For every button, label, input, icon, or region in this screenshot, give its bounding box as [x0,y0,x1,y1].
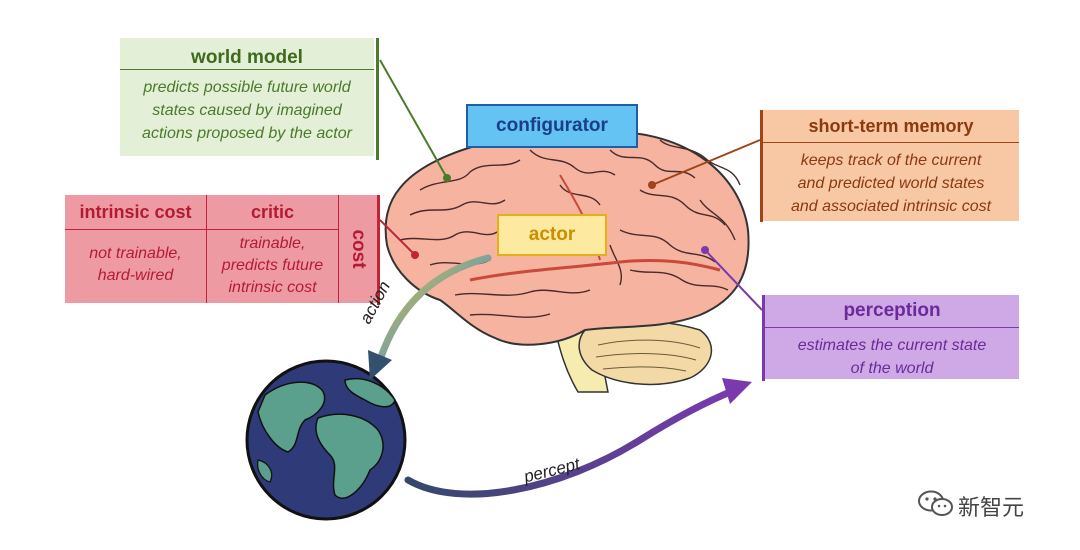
world-model-title: world model [120,38,374,70]
short-term-memory-bracket [760,110,763,222]
watermark-text: 新智元 [958,496,1025,521]
short-term-memory-desc-line: and associated intrinsic cost [790,198,992,215]
cost-leader [379,219,419,259]
percept-arrow [404,378,752,498]
critic-column: critic trainable, predicts future intrin… [207,195,339,303]
world-model-box: world model predicts possible future wor… [120,38,374,156]
intrinsic-cost-column: intrinsic cost not trainable, hard-wired [65,195,207,303]
perception-bracket [762,295,765,381]
critic-title: critic [207,195,338,230]
world-model-desc-line: actions proposed by the actor [142,125,352,142]
perception-description: estimates the current state of the world [765,328,1019,380]
world-model-desc-line: predicts possible future world [143,79,351,96]
short-term-memory-desc-line: and predicted world states [797,175,985,192]
intrinsic-cost-desc-line: hard-wired [97,267,174,284]
intrinsic-cost-description: not trainable, hard-wired [65,230,206,287]
critic-desc-line: intrinsic cost [228,279,317,296]
critic-desc-line: predicts future [221,257,324,274]
cost-box: intrinsic cost not trainable, hard-wired… [65,195,377,303]
cost-label: cost [348,229,369,269]
earth-illustration [245,359,407,521]
wechat-icon [918,490,953,516]
short-term-memory-box: short-term memory keeps track of the cur… [763,110,1019,221]
perception-desc-line: of the world [850,360,934,377]
intrinsic-cost-title: intrinsic cost [65,195,206,230]
intrinsic-cost-desc-line: not trainable, [89,245,182,262]
watermark: 新智元 [916,488,1056,521]
configurator-title: configurator [496,115,608,136]
critic-description: trainable, predicts future intrinsic cos… [207,230,338,299]
world-model-leader [379,59,451,182]
world-model-bracket [376,38,379,160]
perception-title: perception [765,295,1019,328]
short-term-memory-desc-line: keeps track of the current [800,152,982,169]
cost-bracket [377,195,380,305]
action-arrow [368,254,492,380]
short-term-memory-leader [648,139,761,189]
short-term-memory-title: short-term memory [763,110,1019,143]
short-term-memory-description: keeps track of the current and predicted… [763,143,1019,218]
perception-box: perception estimates the current state o… [765,295,1019,379]
perception-desc-line: estimates the current state [797,337,987,354]
critic-desc-line: trainable, [239,235,306,252]
world-model-description: predicts possible future world states ca… [120,70,374,145]
actor-box: actor [497,214,607,256]
brain-illustration [384,130,750,393]
world-model-desc-line: states caused by imagined [152,102,342,119]
actor-title: actor [528,224,576,245]
perception-leader [701,246,763,311]
configurator-box: configurator [466,104,638,148]
